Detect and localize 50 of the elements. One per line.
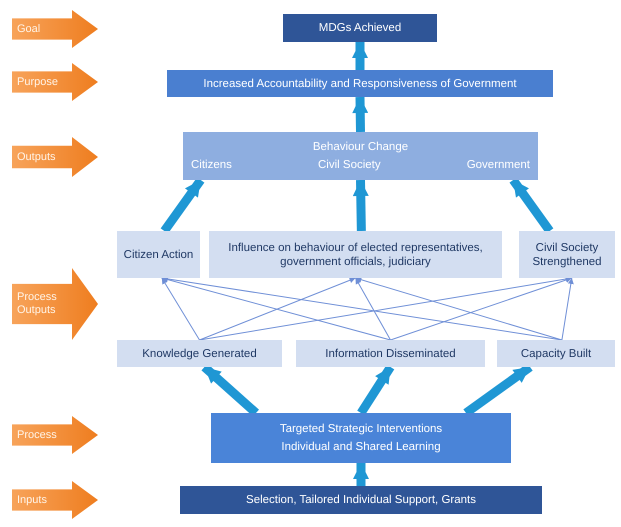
stage-tag (12, 481, 98, 519)
link-arrow (355, 276, 562, 340)
stage-label: Process Outputs (17, 291, 58, 317)
stage-label: Goal (17, 22, 40, 36)
box-text: Knowledge Generated (142, 346, 257, 360)
link-arrow (161, 278, 200, 340)
stage-tag (12, 416, 98, 454)
result-box (519, 231, 615, 278)
box-text: Citizens (191, 158, 232, 172)
stage-label: Process (17, 428, 57, 442)
stage-label: Inputs (17, 494, 47, 506)
result-box (117, 231, 200, 278)
stage-tag (12, 63, 98, 101)
block-arrow (353, 463, 369, 486)
block-arrow (352, 42, 368, 70)
level-box (167, 70, 553, 97)
box-text: Behaviour Change (312, 140, 408, 154)
box-text: Citizen Action (124, 248, 194, 262)
result-box (117, 340, 282, 367)
outputs-box (183, 132, 538, 180)
block-arrow (352, 96, 368, 132)
level-box (180, 486, 542, 514)
link-arrow (561, 278, 574, 340)
link-arrow (390, 277, 572, 340)
box-text: Increased Accountability and Responsiveness of Government (203, 76, 517, 90)
box-text: Capacity Built (520, 346, 592, 360)
stage-tag (12, 268, 98, 340)
block-arrow (352, 180, 369, 232)
result-box (296, 340, 485, 367)
box-text: MDGs Achieved (318, 21, 402, 35)
block-arrow (357, 364, 394, 416)
stage-label: Purpose (17, 76, 58, 88)
stage-label: Outputs (17, 150, 56, 164)
box-text: Information Disseminated (325, 346, 456, 360)
box-text: Influence on behaviour of elected representatives, government officials, judiciary (227, 240, 484, 268)
box-text: Individual and Shared Learning (281, 440, 441, 454)
link-arrow (161, 276, 391, 340)
box-text: Targeted Strategic Interventions (280, 422, 442, 436)
link-arrow (199, 277, 356, 340)
level-box (283, 14, 437, 42)
box-text: Government (466, 158, 530, 172)
box-text: Selection, Tailored Individual Support, Grants (246, 493, 476, 507)
result-box (497, 340, 615, 367)
stage-tag (12, 10, 98, 48)
box-text: Civil Society Strengthened (531, 240, 603, 268)
result-box (209, 231, 502, 278)
link-arrow (355, 278, 391, 340)
box-text: Civil Society (318, 158, 381, 172)
stage-tag (12, 137, 98, 177)
level-box (211, 413, 511, 463)
